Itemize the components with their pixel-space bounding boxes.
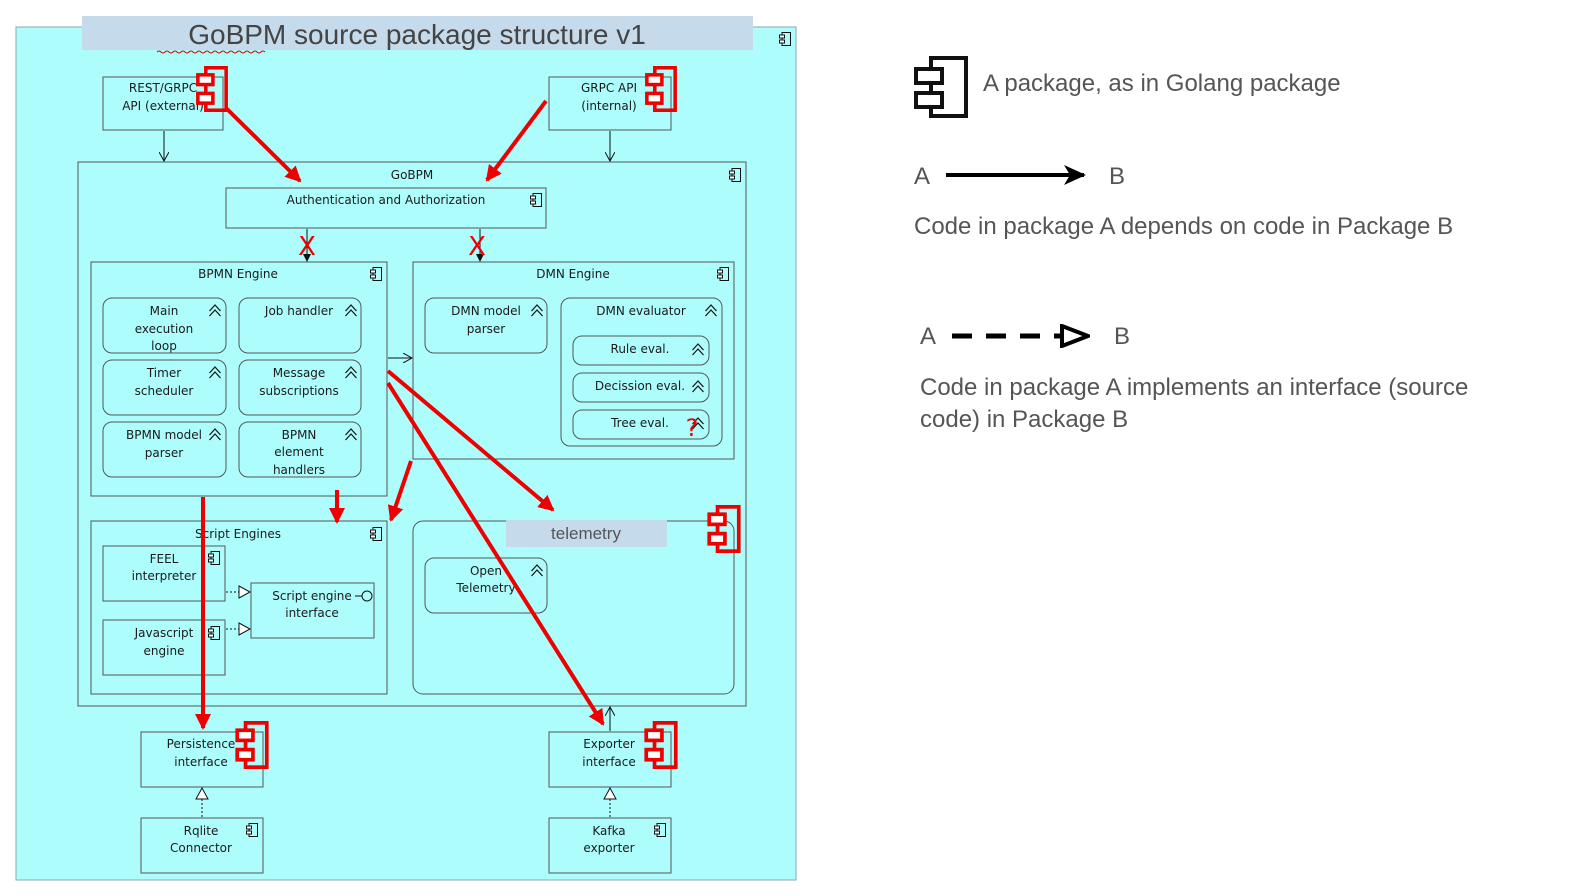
svg-text:Kafka: Kafka <box>592 824 625 838</box>
svg-text:Authentication and Authorizati: Authentication and Authorization <box>287 193 486 207</box>
diagram-title: GoBPM source package structure v1 <box>188 19 646 50</box>
svg-text:Tree eval.: Tree eval. <box>610 416 669 430</box>
title-band <box>82 16 753 50</box>
svg-text:Connector: Connector <box>170 841 232 855</box>
svg-text:Main: Main <box>150 304 179 318</box>
cross-mark-bpmn: X <box>298 232 316 262</box>
legend-package-text: A package, as in Golang package <box>983 70 1341 97</box>
package-rqlite: Rqlite Connector <box>140 817 264 874</box>
svg-text:Script Engines: Script Engines <box>195 527 281 541</box>
red-arrow-grpc-to-auth <box>485 99 548 182</box>
red-arrow-message-to-telemetry <box>386 369 555 512</box>
diagram-background <box>15 26 797 881</box>
svg-text:Persistence: Persistence <box>167 737 236 751</box>
legend-package-icon <box>914 56 968 118</box>
spellcheck-underline <box>156 50 266 54</box>
svg-text:Message: Message <box>273 366 326 380</box>
legend-implements-text-1: Code in package A implements an interfac… <box>920 374 1468 401</box>
legend-dep-a: A <box>914 163 930 190</box>
module-message: Message subscriptions <box>238 359 362 416</box>
svg-text:DMN Engine: DMN Engine <box>536 267 610 281</box>
module-tree-eval: Tree eval. <box>572 409 710 440</box>
package-dmn-engine: DMN Engine <box>412 261 735 460</box>
svg-text:GRPC API: GRPC API <box>581 81 637 95</box>
svg-text:parser: parser <box>467 322 506 336</box>
svg-text:BPMN: BPMN <box>282 428 317 442</box>
svg-text:Javascript: Javascript <box>134 626 194 640</box>
red-arrow-message-to-script <box>387 460 413 522</box>
svg-text:Job handler: Job handler <box>264 304 333 318</box>
package-gobpm: GoBPM <box>77 161 747 707</box>
svg-text:Telemetry: Telemetry <box>455 581 515 595</box>
module-dmn-parser: DMN model parser <box>424 297 548 354</box>
legend-impl-b: B <box>1114 323 1130 350</box>
package-auth: Authentication and Authorization <box>225 187 547 229</box>
svg-text:telemetry: telemetry <box>551 524 621 543</box>
svg-text:API (external): API (external) <box>122 99 204 113</box>
svg-text:DMN model: DMN model <box>451 304 521 318</box>
svg-text:loop: loop <box>151 339 177 353</box>
svg-text:interface: interface <box>174 755 228 769</box>
package-grpc-api: GRPC API (internal) <box>548 66 678 131</box>
svg-text:subscriptions: subscriptions <box>259 384 338 398</box>
svg-text:parser: parser <box>145 446 184 460</box>
legend-dep-b: B <box>1109 163 1125 190</box>
svg-text:REST/GRPC: REST/GRPC <box>129 81 197 95</box>
svg-text:DMN evaluator: DMN evaluator <box>596 304 686 318</box>
module-main-loop: Main execution loop <box>102 297 227 354</box>
svg-text:exporter: exporter <box>583 841 634 855</box>
svg-text:BPMN Engine: BPMN Engine <box>198 267 278 281</box>
legend-dependency-text: Code in package A depends on code in Pac… <box>914 213 1453 240</box>
package-script-interface: Script engine interface <box>250 582 375 639</box>
module-open-telemetry: Open Telemetry <box>424 557 548 614</box>
red-arrows <box>195 99 605 730</box>
svg-text:Exporter: Exporter <box>583 737 635 751</box>
question-mark-tree-eval: ? <box>686 414 699 442</box>
module-rule-eval: Rule eval. <box>572 335 710 366</box>
svg-text:engine: engine <box>144 644 185 658</box>
package-javascript: Javascript engine <box>102 619 226 676</box>
module-decision-eval: Decission eval. <box>572 372 710 403</box>
svg-text:FEEL: FEEL <box>150 552 179 566</box>
legend-implements-text-2: code) in Package B <box>920 406 1128 433</box>
svg-text:Decission eval.: Decission eval. <box>595 379 685 393</box>
svg-text:interface: interface <box>285 606 339 620</box>
svg-text:Rule eval.: Rule eval. <box>611 342 670 356</box>
package-telemetry: telemetry <box>412 505 741 695</box>
package-feel: FEEL interpreter <box>102 545 226 602</box>
svg-text:(internal): (internal) <box>581 99 636 113</box>
module-timer: Timer scheduler <box>102 359 227 416</box>
svg-text:Rqlite: Rqlite <box>184 824 219 838</box>
package-rest-api: REST/GRPC API (external) <box>102 66 229 131</box>
module-bpmn-parser: BPMN model parser <box>102 421 227 478</box>
svg-text:element: element <box>274 445 324 459</box>
red-arrow-message-to-exporter <box>386 381 605 726</box>
svg-text:Timer: Timer <box>146 366 181 380</box>
module-job-handler: Job handler <box>238 297 362 354</box>
svg-text:GoBPM: GoBPM <box>391 168 433 182</box>
svg-text:Open: Open <box>470 564 502 578</box>
package-script-engines: Script Engines <box>90 520 388 695</box>
legend: A package, as in Golang package A B Code… <box>914 56 1468 433</box>
svg-text:BPMN model: BPMN model <box>126 428 202 442</box>
interface-lollipop-icon <box>361 590 373 602</box>
legend-impl-a: A <box>920 323 936 350</box>
svg-text:handlers: handlers <box>273 463 325 477</box>
svg-text:scheduler: scheduler <box>135 384 194 398</box>
svg-text:execution: execution <box>135 322 193 336</box>
package-kafka: Kafka exporter <box>548 817 672 874</box>
red-arrow-rest-to-auth <box>224 106 302 183</box>
package-bpmn-engine: BPMN Engine <box>90 261 388 497</box>
svg-text:Script engine: Script engine <box>272 589 352 603</box>
svg-text:interface: interface <box>582 755 636 769</box>
svg-text:interpreter: interpreter <box>132 569 197 583</box>
cross-mark-dmn: X <box>468 232 486 262</box>
module-bpmn-handlers: BPMN element handlers <box>238 421 362 478</box>
module-dmn-evaluator: DMN evaluator <box>560 297 723 447</box>
